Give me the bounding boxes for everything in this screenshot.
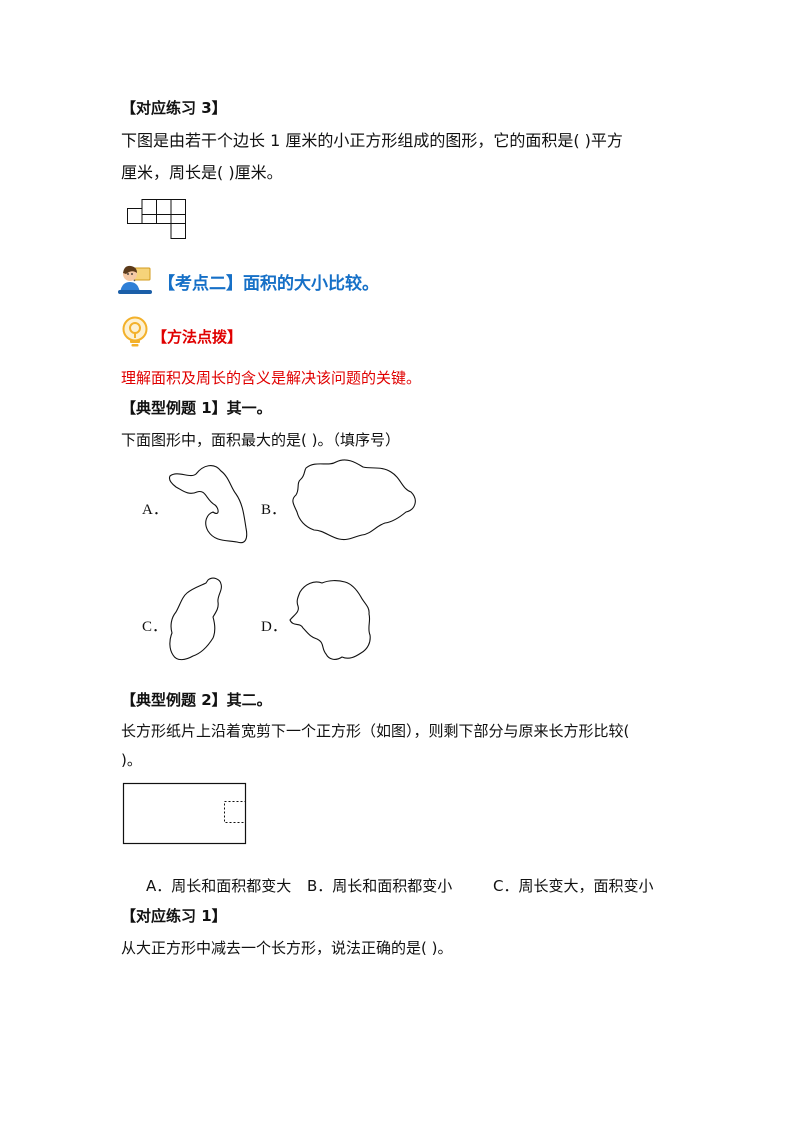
example1-question: 下面图形中，面积最大的是( )。（填序号） <box>121 431 400 449</box>
practice1-question: 从大正方形中减去一个长方形，说法正确的是( )。 <box>121 939 453 957</box>
section2-title: 【考点二】面积的大小比较。 <box>158 274 379 294</box>
rectangle-with-cut-square <box>122 782 247 845</box>
method-tips-title: 【方法点拨】 <box>152 328 243 346</box>
shape-d <box>289 580 371 660</box>
example2-question-line2: )。 <box>121 751 142 769</box>
shape-c <box>169 577 222 661</box>
teacher-at-board-icon <box>118 265 152 294</box>
shape-label-b: B． <box>261 502 287 518</box>
unit-squares-figure <box>127 199 186 239</box>
practice3-line1: 下图是由若干个边长 1 厘米的小正方形组成的图形，它的面积是( )平方 <box>121 131 623 150</box>
practice3-heading: 【对应练习 3】 <box>121 99 227 117</box>
option-b: B．周长和面积都变小 <box>307 877 453 895</box>
option-c: C．周长变大，面积变小 <box>493 877 654 895</box>
practice3-line2: 厘米，周长是( )厘米。 <box>121 163 283 182</box>
shape-label-a: A． <box>142 502 168 518</box>
example1-heading: 【典型例题 1】其一。 <box>121 399 272 417</box>
example2-heading: 【典型例题 2】其二。 <box>121 691 272 709</box>
shape-b <box>292 459 416 541</box>
shape-a <box>168 465 248 544</box>
method-tip-text: 理解面积及周长的含义是解决该问题的关键。 <box>121 369 422 387</box>
lightbulb-icon <box>122 316 148 347</box>
example2-question-line1: 长方形纸片上沿着宽剪下一个正方形（如图），则剩下部分与原来长方形比较( <box>121 722 630 740</box>
option-a: A．周长和面积都变大 <box>146 877 292 895</box>
shape-label-d: D． <box>261 619 287 635</box>
shape-label-c: C． <box>142 619 168 635</box>
practice1-heading: 【对应练习 1】 <box>121 907 227 925</box>
